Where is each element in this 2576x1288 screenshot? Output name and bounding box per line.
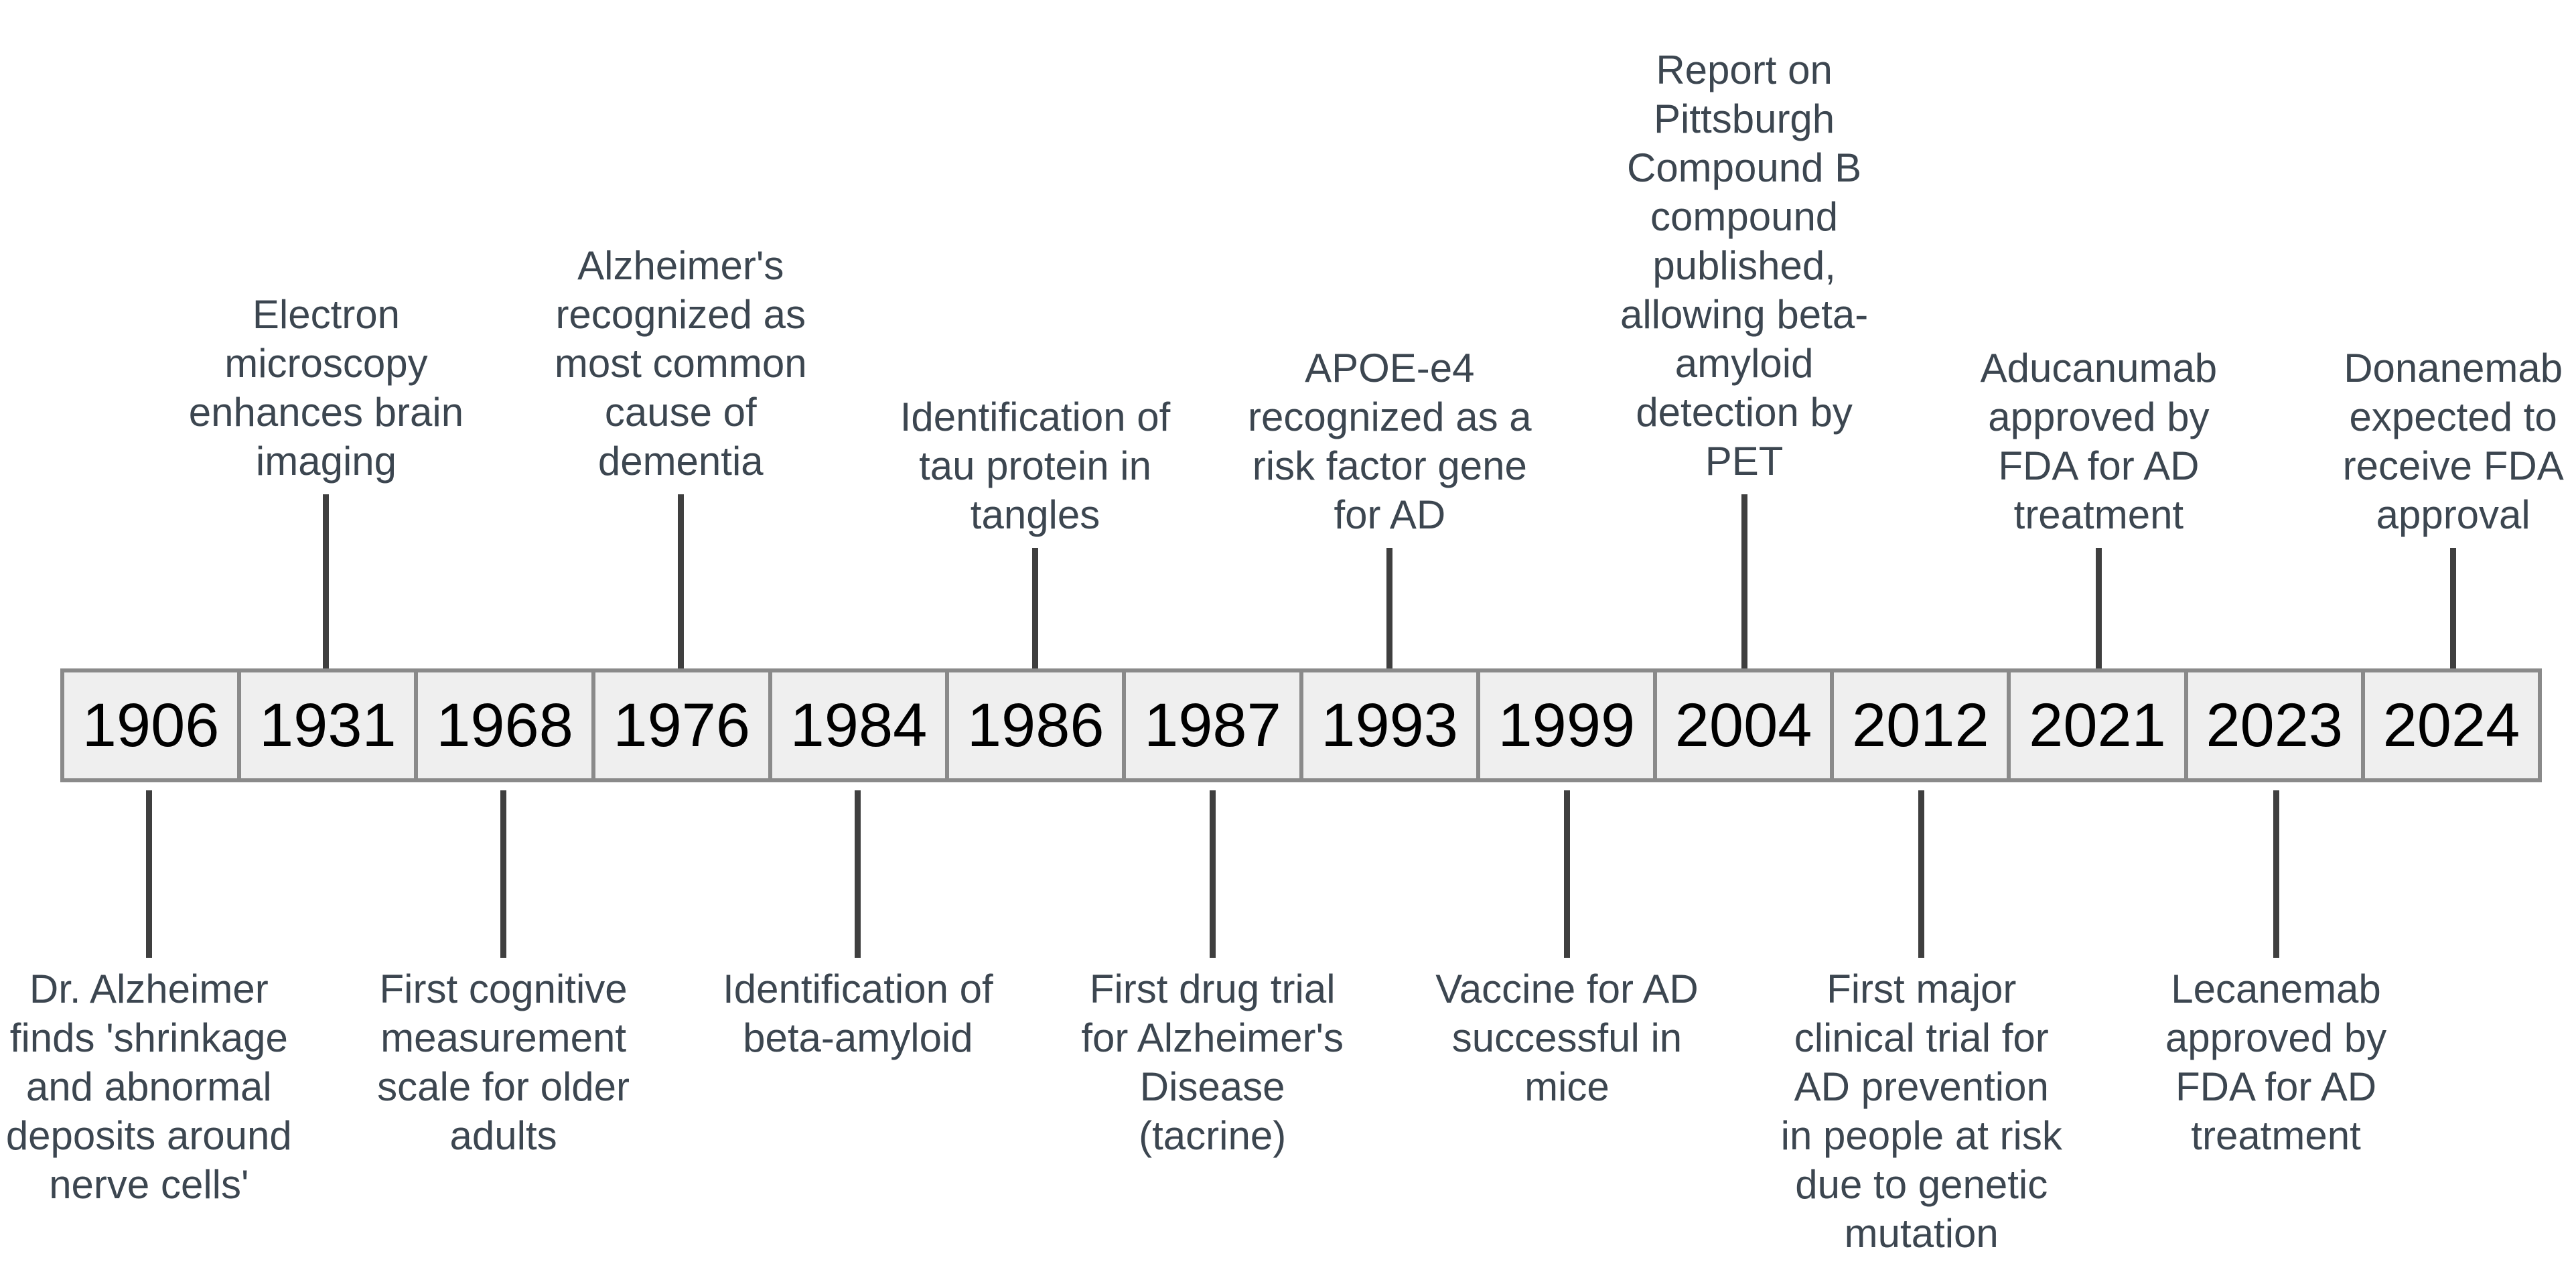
event-caption-2021: Aducanumab approved by FDA for AD treatm… [1980, 346, 2218, 537]
connector-1993 [1386, 548, 1393, 668]
year-2004: 2004 [1652, 668, 1835, 782]
year-2023: 2023 [2184, 668, 2365, 782]
year-1968: 1968 [414, 668, 595, 782]
event-caption-2004: Report on Pittsburgh Compound B compound… [1620, 48, 1869, 484]
connector-2024 [2450, 548, 2457, 668]
connector-1976 [677, 494, 684, 668]
year-2012: 2012 [1830, 668, 2011, 782]
connector-1999 [1563, 790, 1570, 958]
event-caption-1931: Electron microscopy enhances brain imagi… [188, 292, 464, 484]
year-1987: 1987 [1122, 668, 1303, 782]
year-1906: 1906 [60, 668, 242, 782]
connector-2004 [1741, 494, 1747, 668]
connector-1968 [500, 790, 507, 958]
event-caption-2012: First major clinical trial for AD preven… [1780, 967, 2062, 1256]
year-1986: 1986 [945, 668, 1127, 782]
event-caption-2024: Donanemab expected to receive FDA approv… [2342, 346, 2564, 537]
connector-1931 [323, 494, 330, 668]
connector-1906 [145, 790, 152, 958]
connector-1987 [1209, 790, 1216, 958]
connector-1984 [855, 790, 861, 958]
year-1993: 1993 [1299, 668, 1480, 782]
event-caption-1976: Alzheimer's recognized as most common ca… [554, 243, 807, 484]
event-caption-1906: Dr. Alzheimer finds 'shrinkage and abnor… [5, 967, 292, 1207]
connector-2021 [2095, 548, 2102, 668]
event-caption-1993: APOE-e4 recognized as a risk factor gene… [1248, 346, 1532, 537]
event-caption-1986: Identification of tau protein in tangles [900, 395, 1171, 537]
year-2021: 2021 [2007, 668, 2188, 782]
connector-2012 [1918, 790, 1925, 958]
year-1976: 1976 [591, 668, 772, 782]
connector-1986 [1032, 548, 1039, 668]
event-caption-1968: First cognitive measurement scale for ol… [377, 967, 630, 1158]
event-caption-1987: First drug trial for Alzheimer's Disease… [1081, 967, 1344, 1158]
year-1999: 1999 [1476, 668, 1657, 782]
connector-2023 [2273, 790, 2279, 958]
year-1931: 1931 [237, 668, 419, 782]
event-caption-1984: Identification of beta-amyloid [723, 967, 993, 1060]
event-caption-1999: Vaccine for AD successful in mice [1435, 967, 1699, 1109]
year-1984: 1984 [768, 668, 950, 782]
event-caption-2023: Lecanemab approved by FDA for AD treatme… [2165, 967, 2387, 1158]
year-2024: 2024 [2360, 668, 2543, 782]
